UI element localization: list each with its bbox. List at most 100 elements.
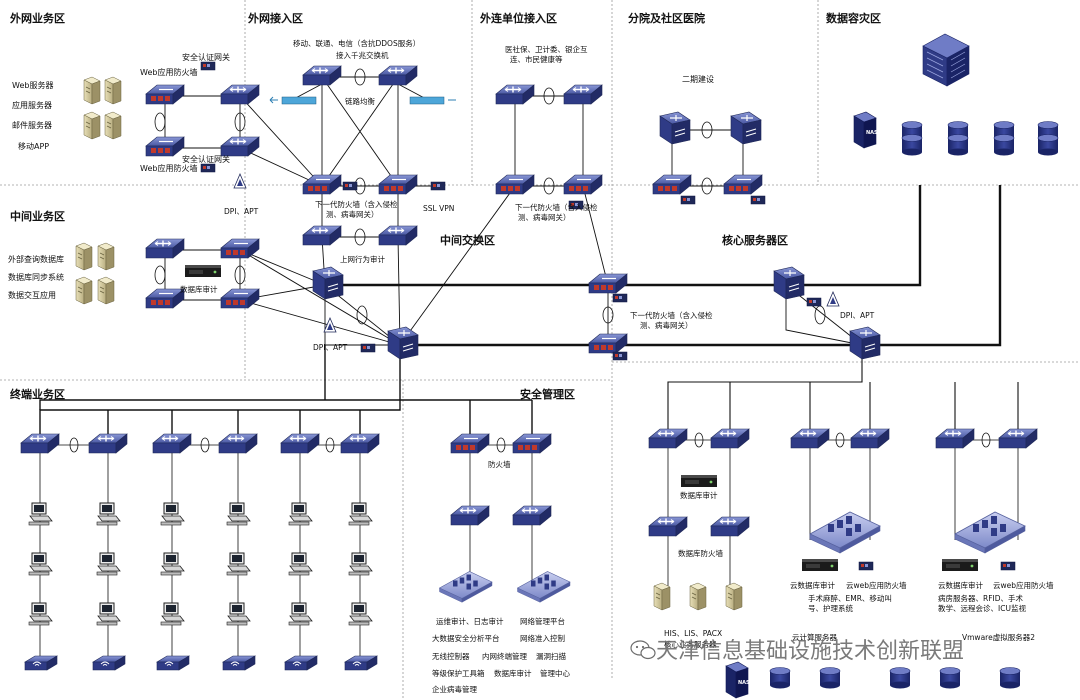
label-db-audit-mid: 数据库审计 [180, 284, 218, 294]
link-partner-ring [514, 95, 584, 187]
label-data-exchange: 数据交互应用 [8, 290, 56, 300]
core-firewall-icon [588, 273, 628, 294]
label-mgmt-center: 管理中心 [540, 668, 570, 678]
label-partner-orgs-2: 连、市民健康等 [510, 54, 563, 64]
branch-core-switch-icon [659, 111, 691, 145]
branch-firewall-icon [723, 174, 763, 195]
terminal-devices [20, 433, 380, 671]
access-switch-icon [20, 433, 60, 454]
storage-disk-icon [889, 667, 911, 689]
storage-disk-icon [901, 134, 923, 156]
next-gen-firewall-icon [302, 174, 342, 195]
zone-title-terminal-business: 终端业务区 [10, 387, 65, 401]
label-nac: 网络准入控制 [520, 633, 565, 643]
pc-icon [348, 602, 373, 626]
pc-icon [96, 552, 121, 576]
pc-icon [96, 502, 121, 526]
pc-icon [28, 602, 53, 626]
server-core-switch-icon [849, 326, 881, 360]
label-cloud-db-audit-2: 云数据库审计 [938, 580, 983, 590]
web-server-icon [104, 76, 122, 105]
zone-title-middle-switch: 中间交换区 [440, 233, 495, 247]
label-cloud-server-b: Vmware虚拟服务器2 [962, 632, 1035, 642]
label-anesthesia-1: 手术麻醉、EMR、移动叫 [808, 593, 892, 603]
label-bigdata: 大数据安全分析平台 [432, 633, 500, 643]
label-web-server: Web服务器 [12, 80, 53, 90]
core-firewall-icon [588, 333, 628, 354]
nas-icon [725, 661, 751, 699]
access-switch-icon [340, 433, 380, 454]
label-ngfw-core-2: 测、病毒网关） [640, 320, 693, 330]
zone-title-middle-business: 中间业务区 [10, 209, 65, 223]
db-audit-appliance-icon [185, 265, 221, 277]
data-app-server-icon [75, 276, 93, 305]
label-internet-audit: 上网行为审计 [340, 254, 385, 264]
cloud-server-cluster-icon [954, 511, 1026, 554]
label-cloud-server-a: 云计算服务器 [792, 632, 837, 642]
storage-disk-icon [999, 667, 1021, 689]
security-platform-icon [517, 571, 571, 603]
wifi-ap-icon [92, 655, 126, 671]
his-server-icon [689, 582, 707, 611]
web-firewall-icon [145, 136, 185, 157]
link-pc-columns [39, 445, 361, 665]
ssl-vpn-icon [430, 181, 446, 191]
label-web-fw-bottom: Web应用防火墙 [140, 163, 197, 173]
link-ellipses [69, 68, 991, 453]
pc-icon [226, 552, 251, 576]
auth-gateway-appliance-icon [200, 163, 216, 173]
label-ngfw-ext-1: 下一代防火墙（含入侵检 [315, 199, 398, 209]
security-firewall-icon [450, 433, 490, 454]
label-his: HIS、LIS、PACX [664, 629, 722, 638]
label-db-sync: 数据库同步系统 [8, 272, 64, 282]
label-mobile-app: 移动APP [18, 141, 49, 151]
access-switch-icon [88, 433, 128, 454]
query-db-server-icon [75, 242, 93, 271]
partner-firewall-icon [563, 174, 603, 195]
watermark: 天津信息基础设施技术创新联盟 [630, 639, 964, 664]
auth-gateway-icon [220, 84, 260, 105]
data-app-server-icon [97, 276, 115, 305]
wan-pipes [269, 96, 456, 105]
core-switch-icon [312, 266, 344, 300]
zone-title-external-business: 外网业务区 [9, 11, 65, 25]
access-switch-icon [302, 65, 342, 86]
core-firewall-aux-icon [612, 293, 628, 303]
wifi-ap-icon [284, 655, 318, 671]
label-dpi-apt-ext: DPI、APT [224, 207, 259, 216]
middle-firewall-icon [220, 288, 260, 309]
label-access-switch: 接入千兆交换机 [336, 50, 389, 60]
storage-disk-icon [769, 667, 791, 689]
wifi-ap-icon [24, 655, 58, 671]
security-switch-icon [512, 505, 552, 526]
pc-icon [160, 552, 185, 576]
label-net-mgmt: 网络管理平台 [520, 616, 565, 626]
apt-appliance-icon [360, 343, 376, 353]
his-server-icon [725, 582, 743, 611]
pc-icon [288, 502, 313, 526]
partner-firewall-icon [495, 174, 535, 195]
link-terminal-pairs [40, 439, 1018, 446]
pc-icon [160, 502, 185, 526]
branch-appliance-icon [680, 195, 696, 205]
label-ssl-vpn: SSL VPN [423, 204, 454, 213]
label-terminal-mgmt: 内网终端管理 [482, 651, 527, 661]
dpi-sensor-icon [323, 317, 337, 333]
label-app-server: 应用服务器 [12, 100, 52, 110]
security-platform-icon [439, 571, 493, 603]
security-firewall-icon [512, 433, 552, 454]
label-ext-query-db: 外部查询数据库 [8, 254, 64, 264]
link-partner-to-core [399, 185, 609, 346]
zone-title-partner-access: 外连单位接入区 [479, 11, 557, 25]
middle-business-devices [75, 238, 260, 309]
dpi-sensor-icon [233, 173, 247, 189]
storage-disk-icon [993, 134, 1015, 156]
label-sec-auth-gw-bottom: 安全认证网关 [182, 154, 230, 164]
cloud-web-fw-icon [1000, 561, 1016, 571]
branch-devices [652, 111, 766, 205]
pc-icon [226, 502, 251, 526]
web-server-icon [83, 76, 101, 105]
label-db-audit-sec: 数据库审计 [494, 668, 532, 678]
link-dr-up [786, 185, 922, 287]
